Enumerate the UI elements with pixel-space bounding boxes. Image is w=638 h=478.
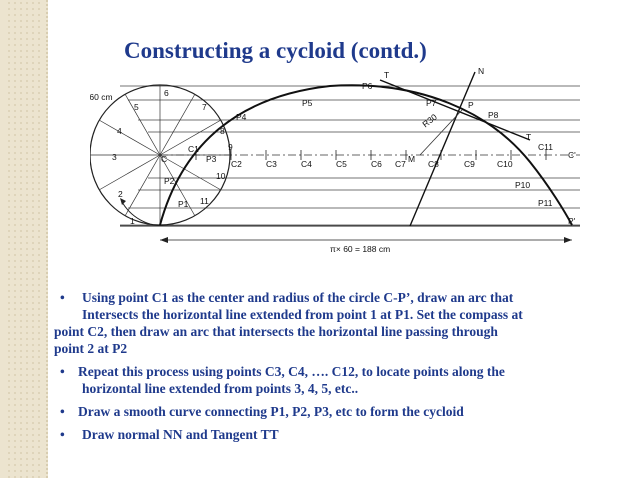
p-label: P7 bbox=[426, 98, 437, 108]
cycloid-curve bbox=[159, 84, 573, 226]
circle-point-label: 9 bbox=[228, 142, 233, 152]
c-label: C8 bbox=[428, 159, 439, 169]
p-label: P4 bbox=[236, 112, 247, 122]
m-label: M bbox=[408, 154, 415, 164]
bullet-item: • Draw normal NN and Tangent TT bbox=[60, 427, 279, 442]
c-label: C11 bbox=[538, 142, 553, 152]
normal-line bbox=[409, 71, 476, 227]
tangent-label: T bbox=[384, 70, 389, 80]
c-label: C5 bbox=[336, 159, 347, 169]
circle-point-label: 4 bbox=[117, 126, 122, 136]
c-label: C4 bbox=[301, 159, 312, 169]
circle-point-label: 10 bbox=[216, 171, 226, 181]
center-label: C bbox=[161, 154, 167, 164]
normal-label: N bbox=[478, 66, 484, 76]
radius-r30 bbox=[419, 109, 463, 156]
p-label: P5 bbox=[302, 98, 313, 108]
tangent-label: T bbox=[526, 132, 531, 142]
p-label: P' bbox=[568, 216, 576, 226]
c-label: C1 bbox=[188, 144, 199, 154]
bullet-item: • Using point C1 as the center and radiu… bbox=[54, 290, 523, 356]
circle-point-label: 11 bbox=[200, 196, 209, 206]
bullet-item: • Repeat this process using points C3, C… bbox=[60, 364, 505, 396]
bullet-list: • Using point C1 as the center and radiu… bbox=[54, 289, 630, 449]
p-label: P bbox=[468, 100, 474, 110]
radius-label: R30 bbox=[420, 112, 439, 130]
circle-point-label: 6 bbox=[164, 88, 169, 98]
c-label: C3 bbox=[266, 159, 277, 169]
p-label: P10 bbox=[515, 180, 530, 190]
c-label: C6 bbox=[371, 159, 382, 169]
length-label: π× 60 = 188 cm bbox=[330, 244, 390, 254]
cycloid-construction-figure: ∅60 cm 1 2 3 4 5 6 7 8 9 10 11 C C1 C2 C… bbox=[90, 66, 580, 254]
circle-point-label: 3 bbox=[112, 152, 117, 162]
p-label: P6 bbox=[362, 81, 373, 91]
diameter-label: ∅60 cm bbox=[90, 92, 113, 102]
c-label: C2 bbox=[231, 159, 242, 169]
p-label: P2 bbox=[164, 176, 175, 186]
radial-lines bbox=[90, 85, 230, 225]
center-ticks bbox=[195, 150, 547, 160]
p-label: P8 bbox=[488, 110, 499, 120]
left-decorative-bar bbox=[0, 0, 48, 478]
c-label: C' bbox=[568, 150, 576, 160]
p-label: P1 bbox=[178, 199, 189, 209]
tangent-line bbox=[379, 79, 531, 141]
bullet-item: • Draw a smooth curve connecting P1, P2,… bbox=[60, 404, 464, 419]
circle-point-label: 2 bbox=[118, 189, 123, 199]
circle-point-label: 8 bbox=[220, 126, 225, 136]
p-label: P3 bbox=[206, 154, 217, 164]
circle-point-label: 5 bbox=[134, 102, 139, 112]
p-label: P11 bbox=[538, 198, 553, 208]
slide-title: Constructing a cycloid (contd.) bbox=[124, 38, 427, 63]
c-label: C9 bbox=[464, 159, 475, 169]
c-label: C10 bbox=[497, 159, 513, 169]
c-label: C7 bbox=[395, 159, 406, 169]
circle-point-label: 7 bbox=[202, 102, 207, 112]
rolling-arrow-icon bbox=[121, 201, 151, 225]
circle-point-label: 1 bbox=[130, 216, 135, 226]
